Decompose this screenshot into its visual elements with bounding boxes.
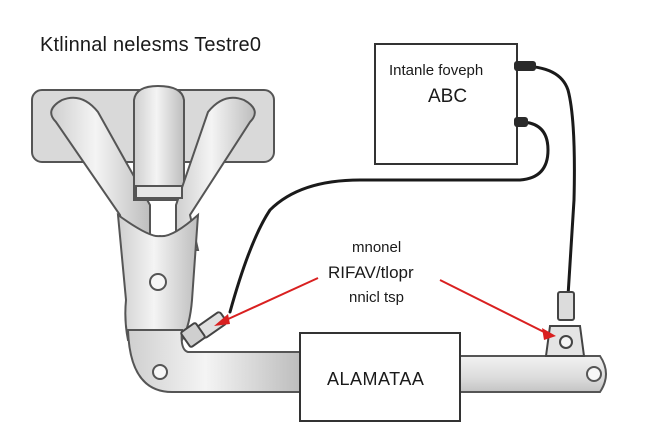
- exhaust-pipe: [459, 355, 607, 393]
- connector-plug: [514, 61, 536, 71]
- pointer-arrowhead: [542, 328, 556, 340]
- bottom-component-label: ALAMATAA: [327, 369, 425, 389]
- diagram-title: Ktlinnal nelesms Testre0: [40, 34, 262, 56]
- sensor-wiring: [228, 64, 576, 314]
- pointer-arrowhead: [214, 314, 230, 326]
- bolt-hole: [149, 273, 167, 291]
- downstream-sensor: [544, 291, 586, 357]
- control-unit-label: Intanle foveph: [389, 62, 484, 79]
- sensor-label-line2: RIFAV/tlopr: [328, 263, 414, 282]
- pointer-lines: [225, 277, 549, 335]
- control-unit-code: ABC: [428, 86, 468, 107]
- sensor-label-line1: mnonel: [352, 239, 402, 256]
- exhaust-manifold: [50, 84, 301, 393]
- upstream-sensor: [180, 311, 228, 348]
- connector-plug: [514, 117, 528, 127]
- bottom-component-box: [299, 332, 461, 422]
- flange-hole: [152, 364, 168, 380]
- control-unit-box: [374, 43, 518, 165]
- sensor-label-line3: nnicl tsp: [349, 289, 405, 306]
- flange-hole: [586, 366, 602, 382]
